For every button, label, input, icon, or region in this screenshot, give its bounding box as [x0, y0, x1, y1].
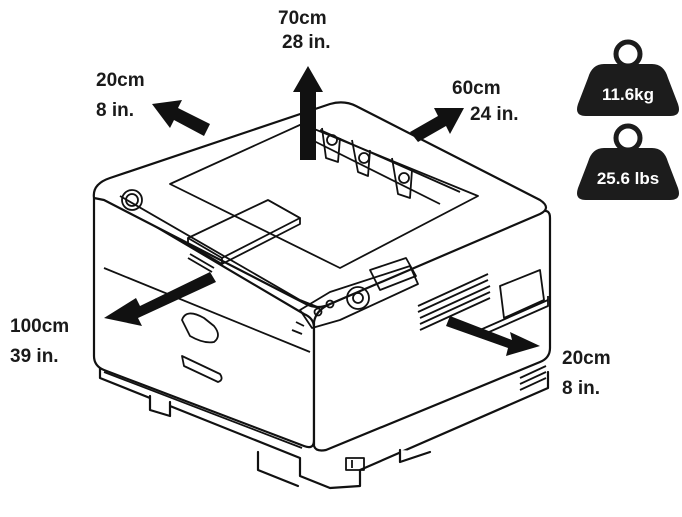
weight-lbs-label: 25.6 lbs: [597, 169, 659, 188]
left-clearance-metric: 20cm: [96, 70, 145, 91]
arrow-left-icon: [152, 100, 210, 136]
arrow-right-icon: [446, 316, 540, 356]
front-clearance-imperial: 39 in.: [10, 346, 59, 367]
right-clearance-imperial: 8 in.: [562, 378, 601, 399]
control-panel: [299, 265, 419, 329]
arrow-back-right-icon: [410, 108, 464, 142]
left-clearance-imperial: 8 in.: [96, 100, 135, 121]
rear-clearance-imperial: 24 in.: [470, 104, 519, 125]
rear-clearance-metric: 60cm: [452, 78, 501, 99]
arrow-front-icon: [104, 272, 216, 326]
weight-kg-label: 11.6kg: [602, 85, 654, 104]
weight-kg-icon: 11.6kg: [577, 39, 679, 116]
weight-lbs-icon: 25.6 lbs: [577, 123, 679, 200]
arrow-up-icon: [293, 66, 323, 160]
top-clearance-metric: 70cm: [278, 8, 327, 29]
printer-front-panel: [92, 194, 316, 449]
top-clearance-imperial: 28 in.: [282, 32, 331, 53]
power-switch-icon: [345, 457, 365, 471]
printer-right-side: [312, 209, 552, 452]
power-button-icon: [121, 189, 143, 211]
front-clearance-metric: 100cm: [10, 316, 70, 337]
tray-handle: [181, 312, 219, 344]
right-clearance-metric: 20cm: [562, 348, 611, 369]
